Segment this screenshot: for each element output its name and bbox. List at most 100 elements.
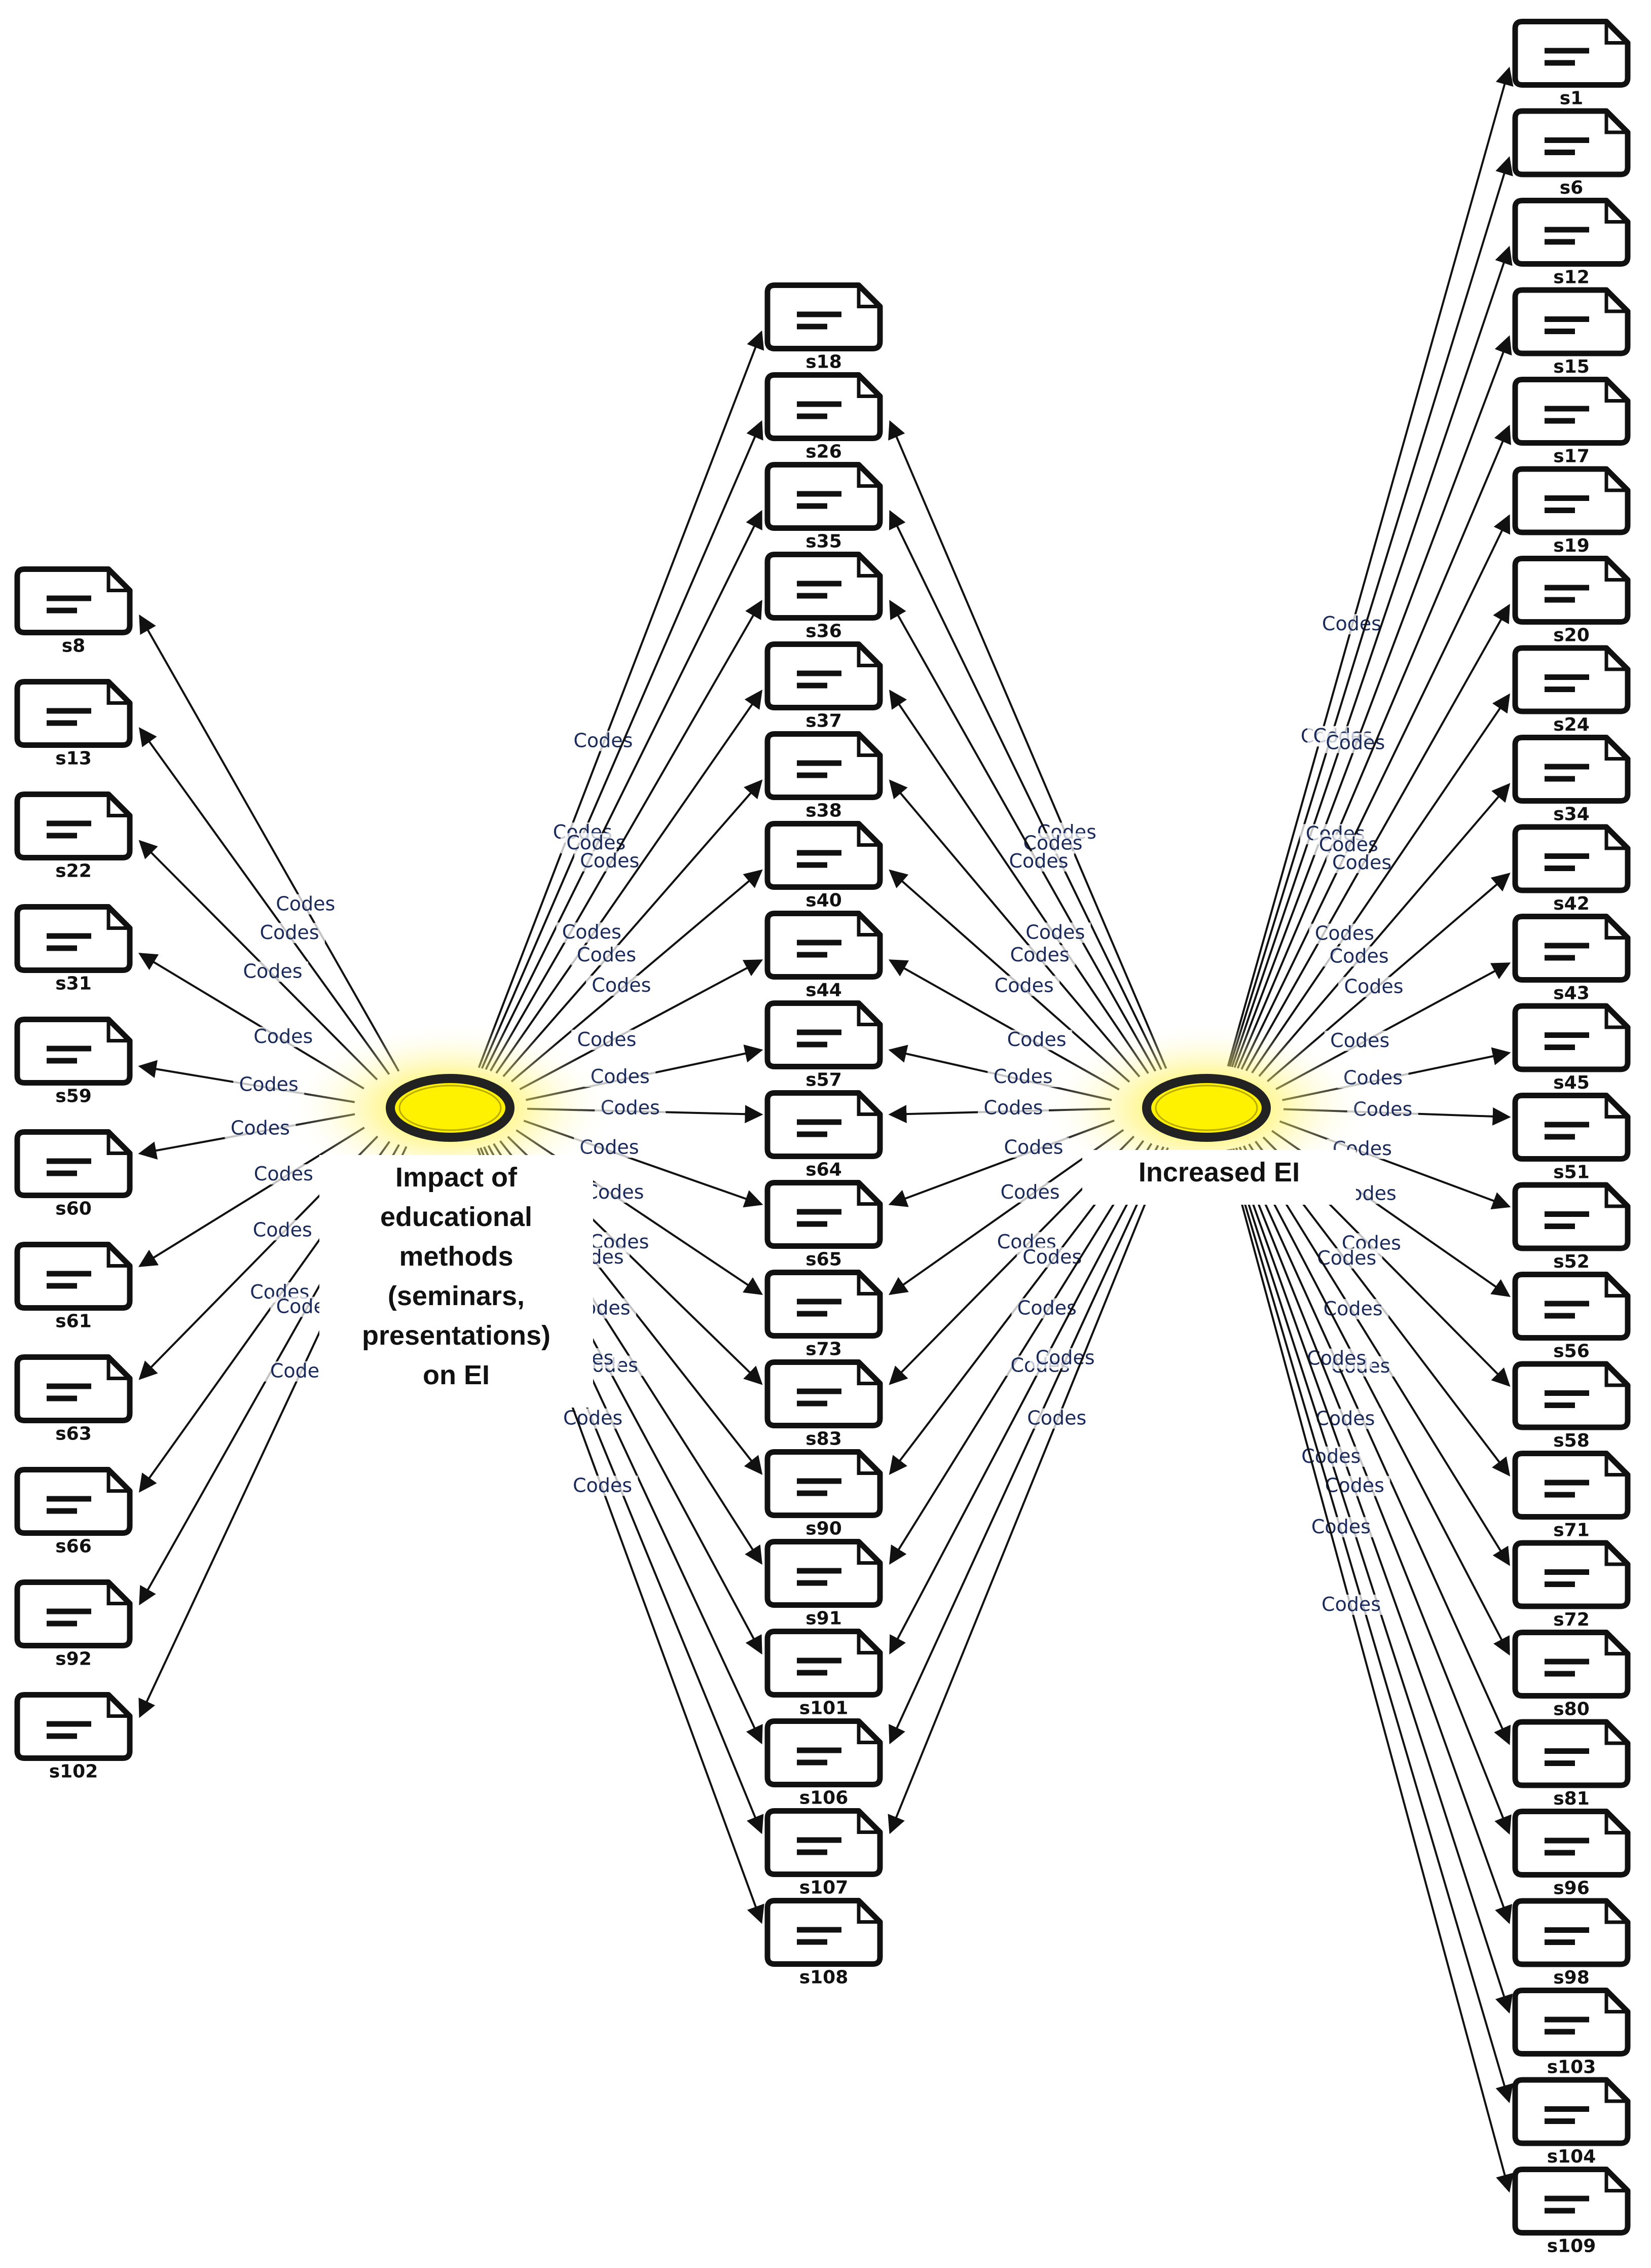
edge-label-bg [254,923,325,944]
document-node-s101[interactable]: s101 [764,1629,883,1719]
document-line [797,593,827,599]
document-node-s80[interactable]: s80 [1512,1630,1631,1720]
document-node-s63[interactable]: s63 [14,1354,133,1445]
document-line [797,1311,827,1317]
document-node-s43[interactable]: s43 [1512,914,1631,1004]
document-node-s61[interactable]: s61 [14,1242,133,1332]
document-node-s15[interactable]: s15 [1512,287,1631,377]
document-node-s31[interactable]: s31 [14,904,133,994]
document-node-s106[interactable]: s106 [764,1718,883,1809]
document-line [1545,687,1575,692]
document-node-s72[interactable]: s72 [1512,1540,1631,1630]
edge-hub-1-s18 [478,330,764,1068]
document-node-s102[interactable]: s102 [14,1692,133,1782]
document-node-s22[interactable]: s22 [14,791,133,882]
document-node-s92[interactable]: s92 [14,1579,133,1670]
document-node-s107[interactable]: s107 [764,1808,883,1898]
document-node-s96[interactable]: s96 [1512,1809,1631,1899]
document-node-s24[interactable]: s24 [1512,645,1631,735]
edge-hub-2-s34 [1258,783,1511,1077]
document-node-s104[interactable]: s104 [1512,2077,1631,2167]
document-fold [106,681,130,705]
document-fold [857,644,880,667]
document-node-s45[interactable]: s45 [1512,1003,1631,1093]
document-label: s17 [1553,446,1590,467]
document-node-s1[interactable]: s1 [1512,19,1631,109]
document-node-s40[interactable]: s40 [764,821,883,911]
document-line [797,491,841,497]
code-node-hub-2[interactable]: Increased EI [1039,1022,1374,1205]
document-node-s42[interactable]: s42 [1512,824,1631,914]
document-node-s59[interactable]: s59 [14,1017,133,1107]
document-node-s20[interactable]: s20 [1512,556,1631,646]
document-node-s26[interactable]: s26 [764,372,883,462]
code-node-icon [1142,1074,1271,1142]
document-fold [106,1019,130,1042]
edge-label-bg [574,851,645,872]
document-node-s98[interactable]: s98 [1512,1898,1631,1988]
document-node-s103[interactable]: s103 [1512,1988,1631,2078]
document-node-s8[interactable]: s8 [14,566,133,657]
document-label: s37 [805,711,842,732]
document-node-s109[interactable]: s109 [1512,2167,1631,2257]
document-line [1545,1223,1575,1229]
document-label: s56 [1553,1341,1590,1362]
document-node-s38[interactable]: s38 [764,731,883,821]
document-node-s56[interactable]: s56 [1512,1272,1631,1362]
document-node-s71[interactable]: s71 [1512,1451,1631,1541]
document-node-s35[interactable]: s35 [764,462,883,552]
document-node-s52[interactable]: s52 [1512,1182,1631,1272]
code-label-line: (seminars, [388,1281,525,1311]
document-label: s19 [1553,535,1590,556]
document-fold [1604,1453,1628,1477]
edge-hub-2-s109 [1226,1149,1514,2193]
edge-label-bg [1313,835,1384,855]
document-line [47,1170,77,1176]
edge-hub-2-s19 [1240,514,1511,1070]
document-line [47,720,77,726]
document-node-s17[interactable]: s17 [1512,377,1631,467]
document-node-s57[interactable]: s57 [764,1000,883,1091]
document-line [1545,227,1589,233]
document-node-s83[interactable]: s83 [764,1359,883,1450]
document-label: s36 [805,621,842,642]
document-node-s60[interactable]: s60 [14,1129,133,1219]
document-node-s66[interactable]: s66 [14,1467,133,1557]
document-node-s81[interactable]: s81 [1512,1719,1631,1809]
document-node-s36[interactable]: s36 [764,552,883,642]
edge-label: Codes [580,850,639,872]
code-node-inner-ring [1155,1085,1258,1131]
edge-label: Codes [1325,1474,1384,1497]
document-fold [857,464,880,488]
document-label: s91 [805,1608,842,1629]
document-node-s12[interactable]: s12 [1512,198,1631,288]
document-node-s44[interactable]: s44 [764,911,883,1001]
document-node-s108[interactable]: s108 [764,1898,883,1988]
document-node-s34[interactable]: s34 [1512,735,1631,825]
document-node-s58[interactable]: s58 [1512,1361,1631,1451]
document-line [797,323,827,330]
document-fold [1604,916,1628,940]
document-node-s51[interactable]: s51 [1512,1093,1631,1183]
document-node-s91[interactable]: s91 [764,1539,883,1629]
document-node-s18[interactable]: s18 [764,282,883,373]
document-node-s6[interactable]: s6 [1512,108,1631,198]
document-line [797,1221,827,1227]
document-node-s64[interactable]: s64 [764,1090,883,1180]
document-fold [1604,1722,1628,1745]
document-node-s19[interactable]: s19 [1512,466,1631,556]
document-node-s65[interactable]: s65 [764,1180,883,1270]
document-node-s13[interactable]: s13 [14,679,133,769]
edge-label-bg [1021,1408,1092,1429]
edge-hub-1-s26 [481,420,763,1069]
edge-label-bg [1019,922,1091,943]
edge-hub-2-s12 [1231,245,1513,1067]
document-label: s102 [49,1761,98,1782]
document-label: s80 [1553,1699,1590,1720]
document-node-s90[interactable]: s90 [764,1449,883,1539]
document-node-s73[interactable]: s73 [764,1270,883,1360]
document-node-s37[interactable]: s37 [764,641,883,732]
document-label: s92 [55,1649,92,1670]
code-node-hub-1[interactable]: Impact ofeducationalmethods(seminars,pre… [283,1022,617,1408]
edge-label-bg [237,961,309,982]
